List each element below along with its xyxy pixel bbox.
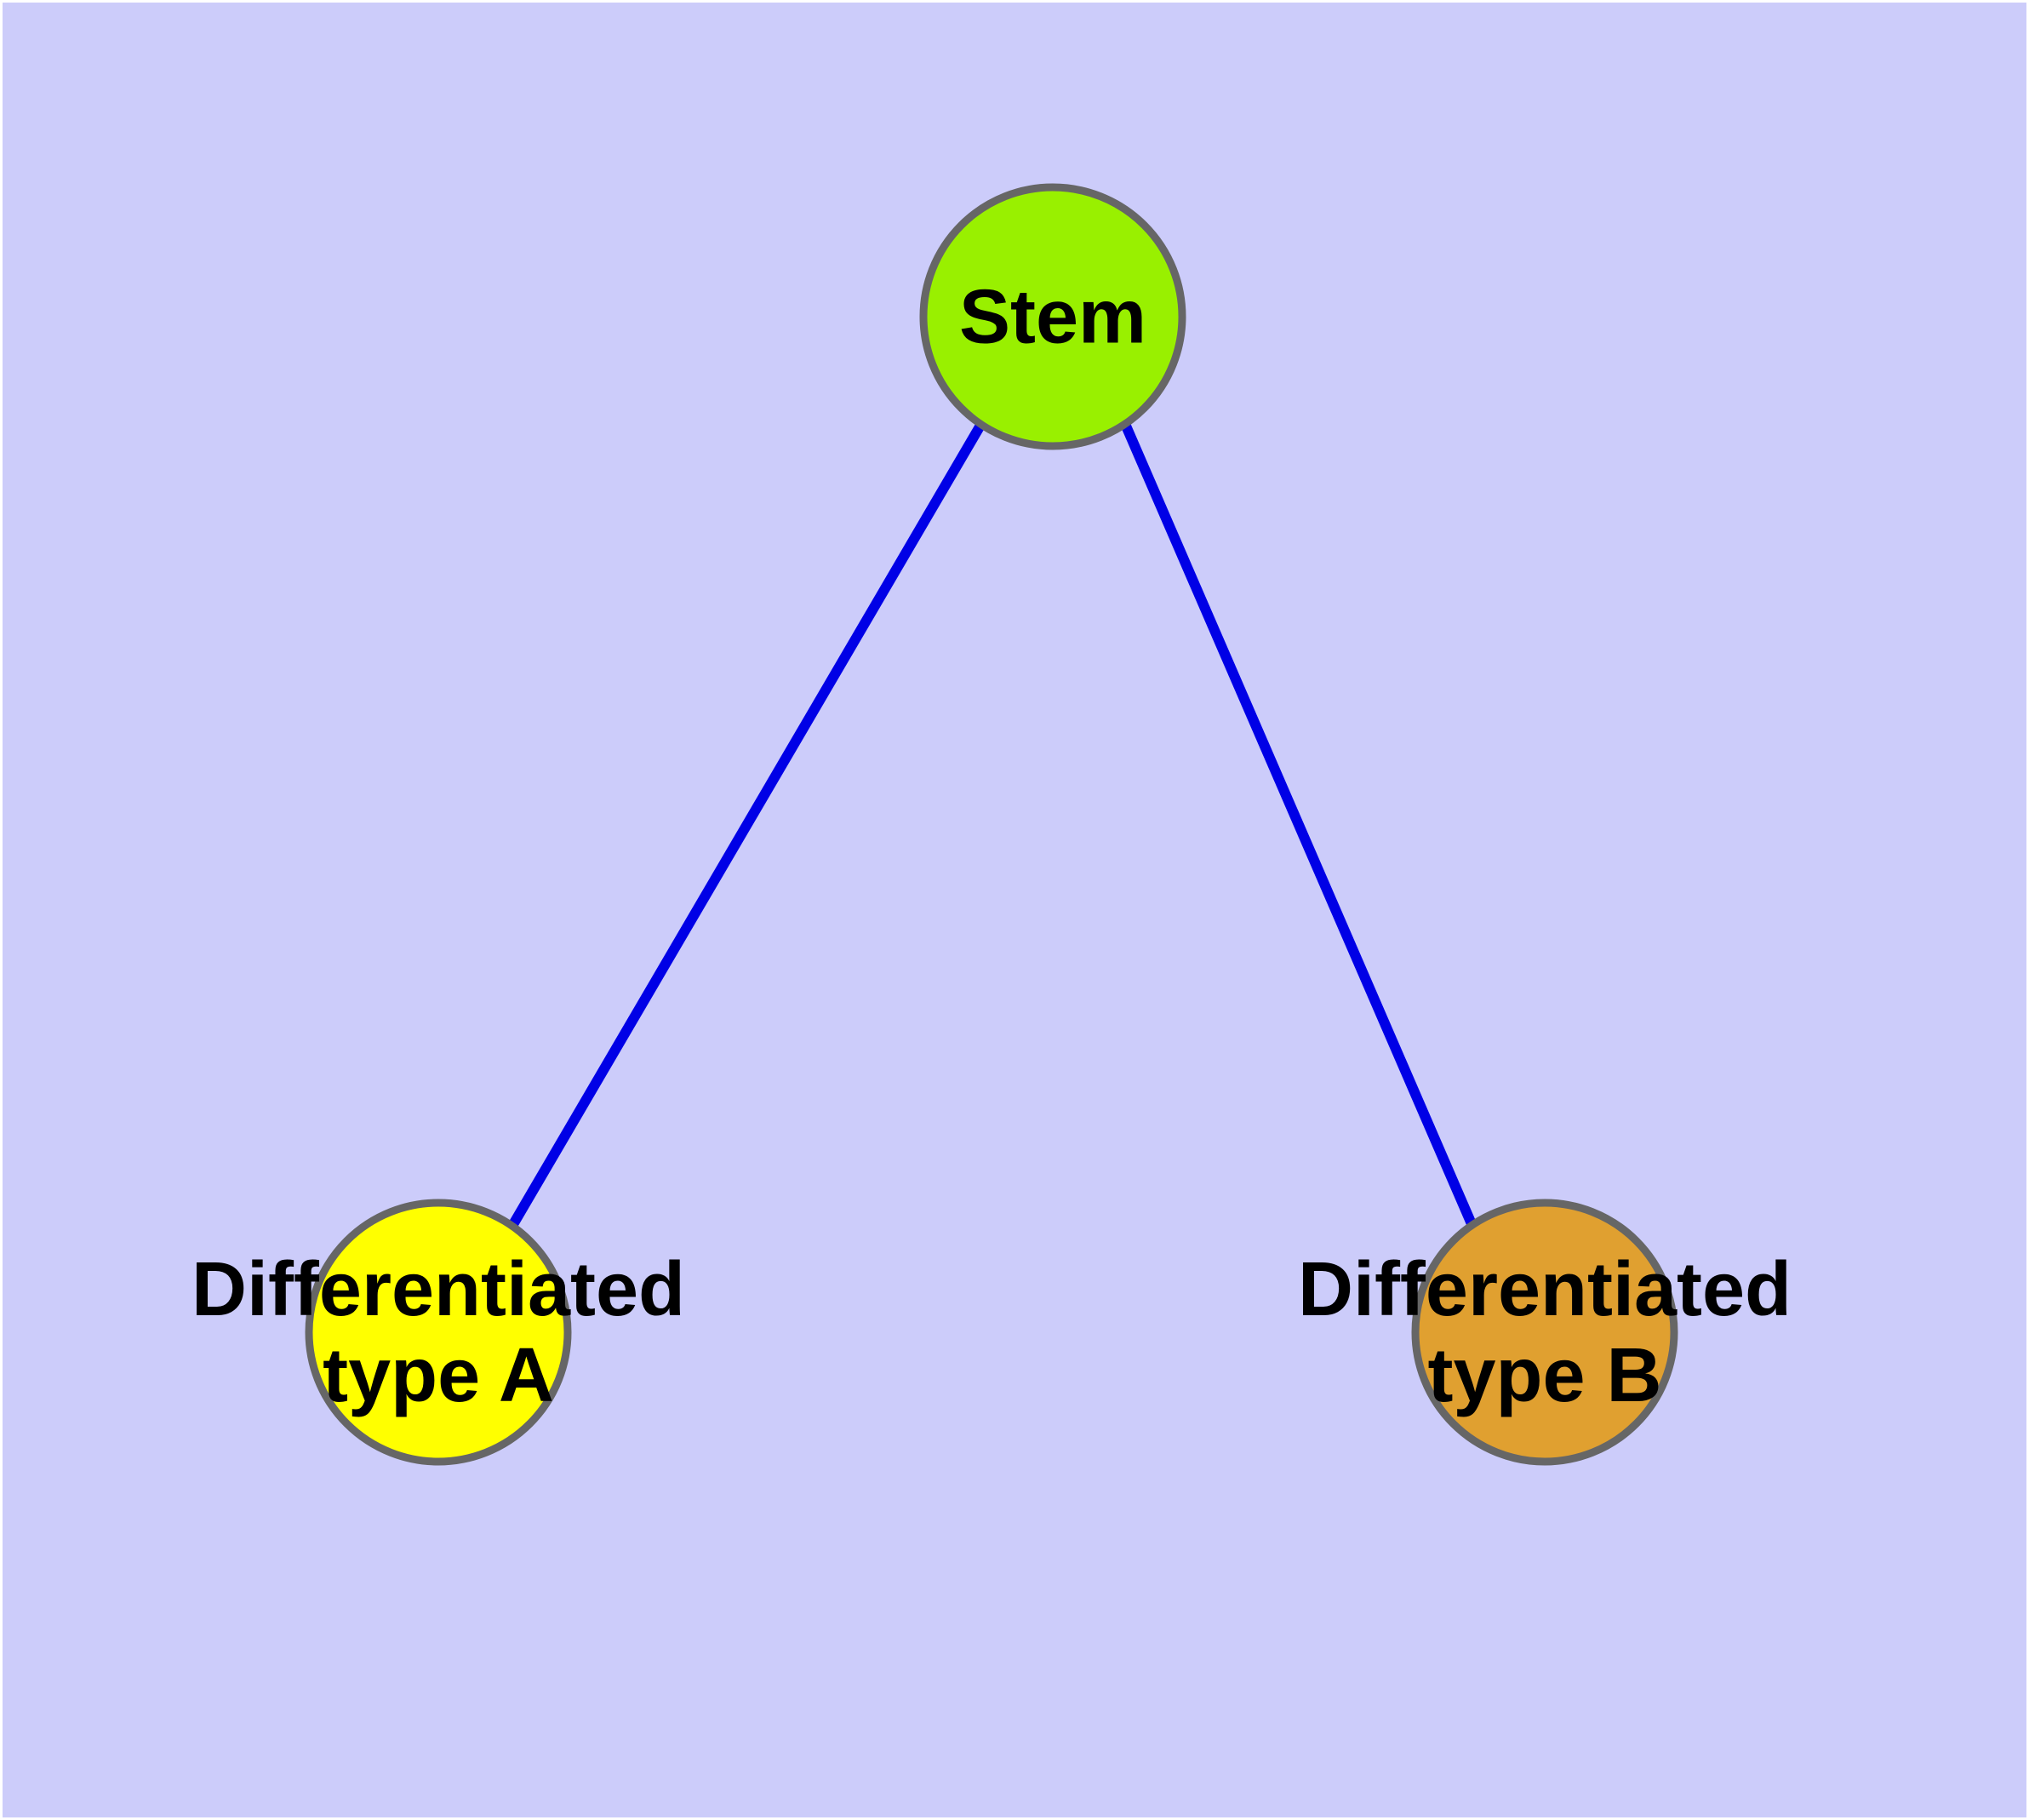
- node-label-line: type A: [323, 1333, 554, 1418]
- node-stem[interactable]: [919, 183, 1186, 450]
- node-label-stem: Stem: [959, 275, 1146, 360]
- node-label-line: Differentiated: [1298, 1247, 1792, 1332]
- node-differentiated-type-a[interactable]: [305, 1199, 572, 1466]
- nodes-group: [305, 183, 1678, 1466]
- edges-group: [507, 421, 1477, 1229]
- node-label-line: Differentiated: [191, 1247, 685, 1332]
- edge-stem-to-differentiated-type-b[interactable]: [1120, 421, 1477, 1228]
- edge-stem-to-differentiated-type-a[interactable]: [507, 421, 986, 1229]
- node-differentiated-type-b[interactable]: [1411, 1199, 1678, 1466]
- node-label-line: Stem: [959, 275, 1146, 360]
- node-label-line: type B: [1427, 1333, 1661, 1418]
